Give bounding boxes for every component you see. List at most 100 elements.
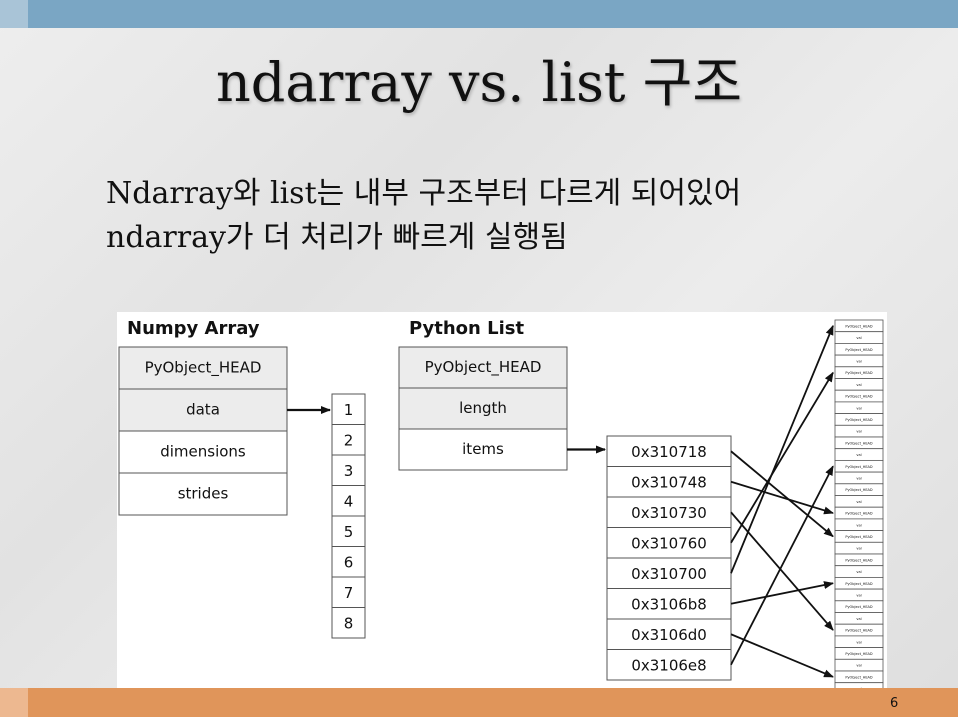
object-val-label: val [856,453,861,457]
numpy-field-box [118,388,288,432]
data-buffer-value: 8 [344,614,354,632]
object-head-label: PyObject_HEAD [845,535,873,539]
numpy-field-box [118,430,288,474]
object-val-label: val [856,547,861,551]
data-buffer-value: 7 [344,584,354,602]
python-list-title: Python List [409,318,524,339]
object-pointer-arrow [730,324,834,574]
body-line-2: ndarray가 더 처리가 빠르게 실행됨 [106,220,568,255]
object-head-label: PyObject_HEAD [845,371,873,375]
object-val-label: val [856,430,861,434]
object-pointer-arrow [730,480,834,515]
address-value: 0x310718 [631,443,707,461]
object-head-label: PyObject_HEAD [845,324,873,328]
object-head-label: PyObject_HEAD [845,652,873,656]
address-value: 0x3106d0 [631,626,707,644]
object-head-label: PyObject_HEAD [845,582,873,586]
object-pointer-arrow [730,465,834,666]
address-value: 0x310700 [631,565,707,583]
data-buffer-value: 4 [344,492,354,510]
object-val-label: val [856,336,861,340]
numpy-array-title: Numpy Array [127,318,260,339]
data-buffer-value: 6 [344,553,354,571]
object-val-label: val [856,617,861,621]
object-pointer-arrow [730,511,834,631]
object-head-label: PyObject_HEAD [845,465,873,469]
address-cell [606,496,732,528]
object-val-label: val [856,593,861,597]
object-val-label: val [856,383,861,387]
address-value: 0x3106e8 [631,656,706,674]
object-val-label: val [856,640,861,644]
address-value: 0x3106b8 [631,595,707,613]
object-val-label: val [856,476,861,480]
object-pointer-arrow [730,633,834,678]
object-val-label: val [856,570,861,574]
list-field-box [398,387,568,430]
slide-title: ndarray vs. list 구조 [215,51,743,114]
object-head-label: PyObject_HEAD [845,558,873,562]
data-buffer-value: 2 [344,431,354,449]
address-cell [606,527,732,559]
object-val-label: val [856,500,861,504]
data-buffer-cell [331,607,366,639]
object-pointer-arrow [730,581,834,605]
numpy-field-pyobject-head: PyObject_HEAD [145,359,262,378]
object-val-label: val [856,359,861,363]
bottom-accent-cap [0,688,28,717]
numpy-field-box [118,346,288,390]
list-field-length: length [459,399,507,417]
object-head-label: PyObject_HEAD [845,675,873,679]
object-pointer-arrow [730,450,834,538]
object-head-label: PyObject_HEAD [845,629,873,633]
object-val-label: val [856,406,861,410]
object-head-label: PyObject_HEAD [845,512,873,516]
page-number: 6 [890,696,899,711]
numpy-field-box [118,472,288,516]
object-head-label: PyObject_HEAD [845,395,873,399]
slide-body: Ndarray와 list는 내부 구조부터 다르게 되어있어 ndarray가… [106,172,936,260]
address-value: 0x310730 [631,504,707,522]
object-head-label: PyObject_HEAD [845,488,873,492]
address-cell [606,649,732,681]
data-buffer-cell [331,485,366,517]
object-head-label: PyObject_HEAD [845,418,873,422]
object-val-label: val [856,523,861,527]
address-value: 0x310760 [631,534,707,552]
body-line-1: Ndarray와 list는 내부 구조부터 다르게 되어있어 [106,176,742,211]
top-accent-cap [0,0,28,28]
data-buffer-value: 3 [344,462,354,480]
data-buffer-cell [331,546,366,578]
object-head-label: PyObject_HEAD [845,605,873,609]
data-buffer-cell [331,576,366,608]
diagram-canvas: Numpy ArrayPyObject_HEADdatadimensionsst… [118,318,884,695]
top-accent-bar [0,0,958,28]
numpy-field-data: data [186,401,220,419]
data-buffer-value: 5 [344,523,354,541]
list-field-pyobject-head: PyObject_HEAD [425,358,542,377]
numpy-field-strides: strides [178,485,229,503]
data-buffer-value: 1 [344,401,354,419]
list-field-box [398,428,568,471]
numpy-field-dimensions: dimensions [160,443,246,461]
address-value: 0x310748 [631,473,707,491]
list-field-box [398,346,568,389]
bottom-accent-bar [0,688,958,717]
object-pointer-arrow [730,371,834,544]
list-field-items: items [462,440,504,458]
